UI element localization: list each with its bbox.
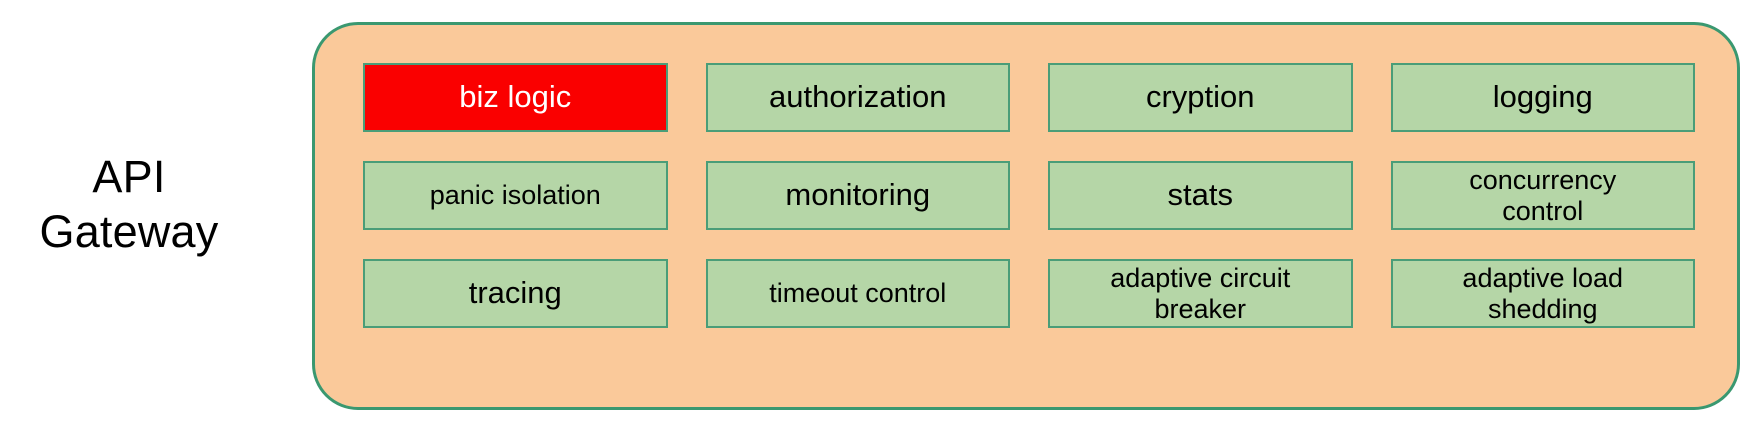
component-box[interactable]: biz logic: [363, 63, 668, 132]
component-box[interactable]: timeout control: [705, 259, 1010, 328]
component-box[interactable]: adaptive load shedding: [1390, 259, 1695, 328]
component-box[interactable]: concurrency control: [1390, 161, 1695, 230]
component-grid: biz logic authorization cryption logging pan…: [363, 63, 1695, 328]
api-gateway-title: API Gateway: [39, 151, 219, 257]
component-box[interactable]: monitoring: [705, 161, 1010, 230]
component-box[interactable]: authorization: [705, 63, 1010, 132]
component-box[interactable]: stats: [1048, 161, 1353, 230]
component-box[interactable]: cryption: [1048, 63, 1353, 132]
component-box[interactable]: logging: [1390, 63, 1695, 132]
component-box[interactable]: tracing: [363, 259, 668, 328]
component-box[interactable]: panic isolation: [363, 161, 668, 230]
api-gateway-container: biz logic authorization cryption logging pan…: [312, 22, 1740, 410]
component-box[interactable]: adaptive circuit breaker: [1048, 259, 1353, 328]
